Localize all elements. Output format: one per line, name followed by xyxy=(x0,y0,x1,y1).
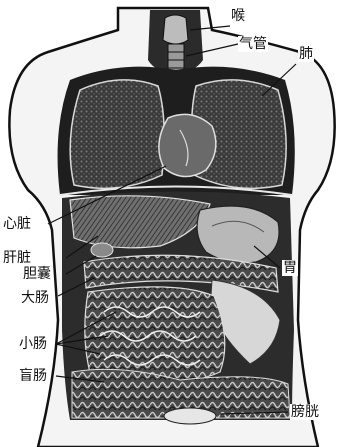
label-bladder: 膀胱 xyxy=(290,404,320,420)
label-trachea: 气管 xyxy=(238,36,268,52)
stomach-shape xyxy=(197,206,279,263)
label-cecum: 盲肠 xyxy=(18,368,48,384)
label-larynx: 喉 xyxy=(230,8,246,24)
label-heart: 心脏 xyxy=(2,216,32,232)
label-lung: 肺 xyxy=(298,46,314,62)
label-small-intestine: 小肠 xyxy=(18,336,48,352)
left-lung xyxy=(70,80,164,188)
bladder-shape xyxy=(164,408,216,424)
label-stomach: 胃 xyxy=(282,260,298,276)
label-liver: 肝脏 xyxy=(2,250,32,266)
gallbladder-shape xyxy=(91,243,113,257)
larynx-shape xyxy=(163,15,188,44)
label-large-intestine: 大肠 xyxy=(20,290,50,306)
label-gallbladder: 胆囊 xyxy=(22,266,52,282)
